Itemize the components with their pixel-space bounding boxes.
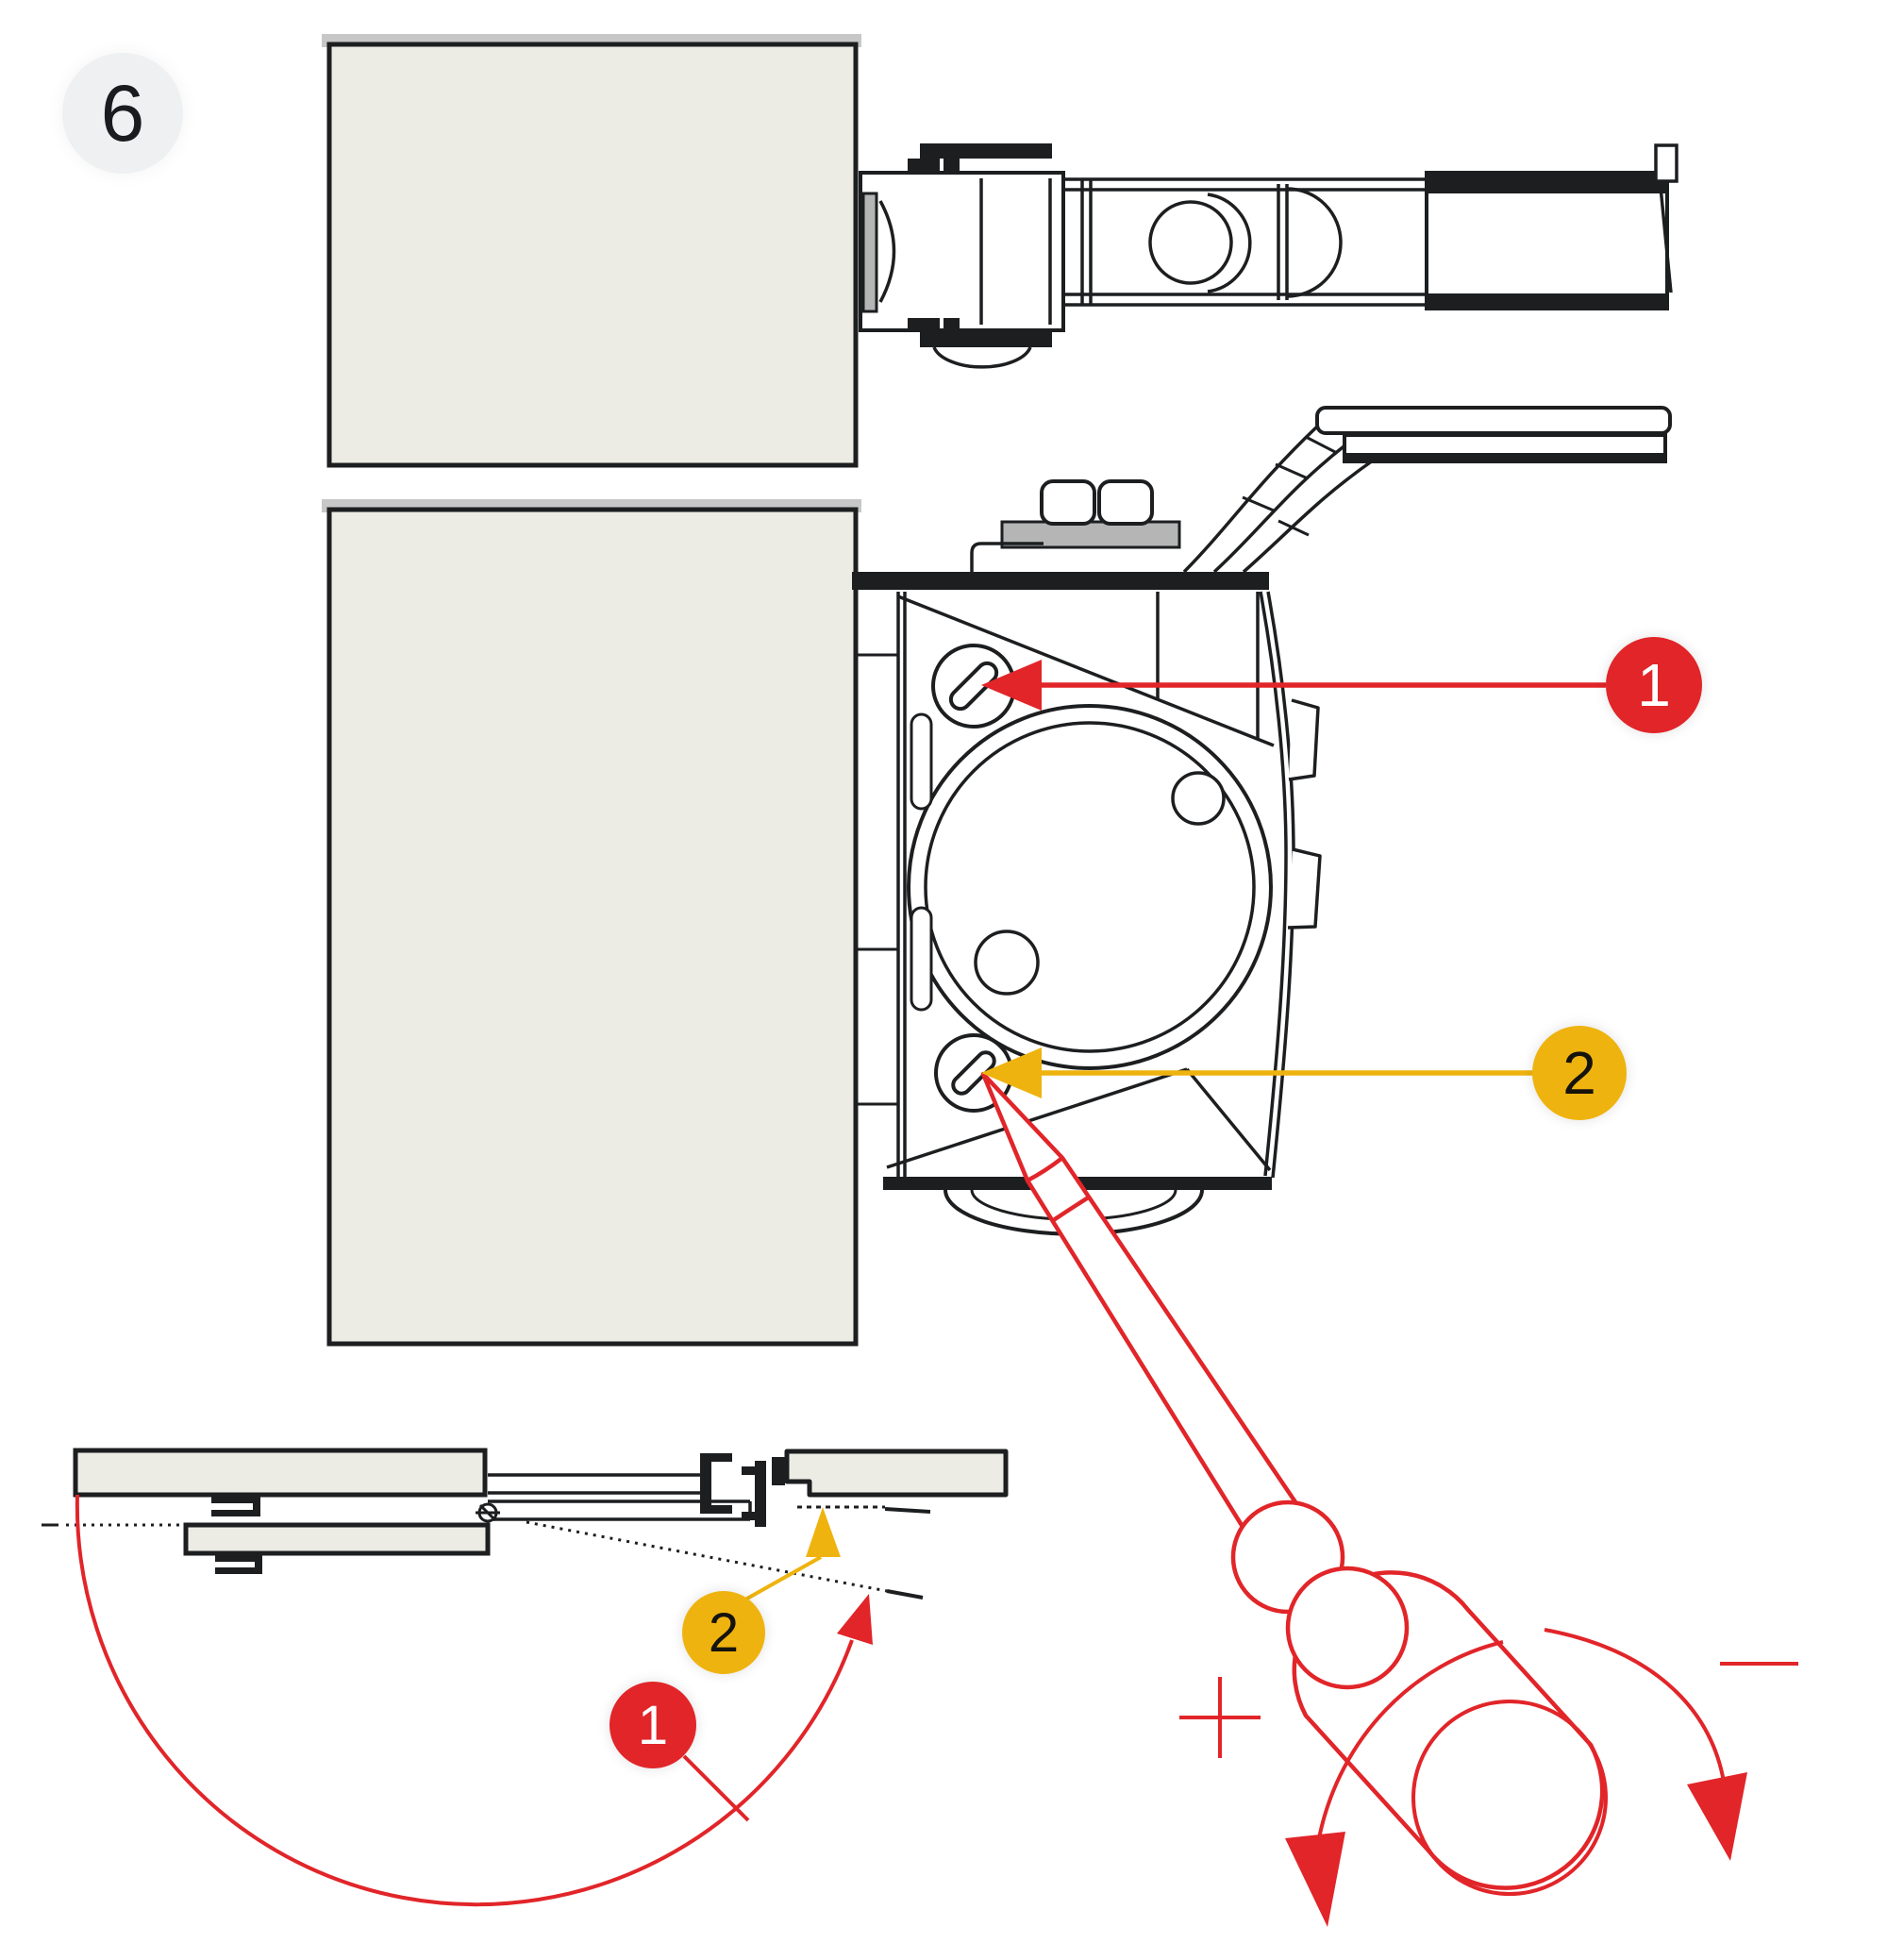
rotation-decrease bbox=[1544, 1628, 1798, 1861]
adjust-screw-1-slot bbox=[948, 661, 999, 712]
rotate-increase-arrowhead-icon bbox=[1285, 1832, 1345, 1927]
lever-handle-slat bbox=[1315, 406, 1672, 435]
swing-callout-2-connector bbox=[744, 1555, 822, 1601]
door-open-plan bbox=[73, 1448, 488, 1498]
hinge-bracket2 bbox=[215, 1555, 262, 1562]
hinge-plan-view bbox=[859, 143, 1678, 369]
step-badge: 6 bbox=[62, 53, 183, 174]
top-mount-knob2 bbox=[1097, 479, 1154, 526]
plan-screw-head bbox=[1148, 200, 1233, 285]
arm-knuckle bbox=[1286, 187, 1343, 298]
hinge-interlock bbox=[710, 1453, 732, 1462]
rotation-increase bbox=[1179, 1640, 1504, 1927]
plate-diagonal-top bbox=[897, 595, 1275, 747]
lever-arm-curve2 bbox=[1212, 442, 1349, 574]
hinge-bracket bbox=[253, 1497, 260, 1516]
hinge-bracket bbox=[211, 1497, 260, 1503]
door-offset-plan bbox=[183, 1522, 491, 1556]
swing-callout-2: 2 bbox=[682, 1591, 765, 1674]
cup-hole-upper bbox=[1171, 771, 1226, 826]
arrow-up-icon bbox=[806, 1507, 841, 1557]
door-swing-arc bbox=[75, 1494, 854, 1907]
plate-right-edge2 bbox=[1259, 591, 1288, 1177]
mount-slot-upper bbox=[910, 712, 933, 811]
door-swing-view bbox=[42, 1448, 1009, 1907]
screwdriver-blade-ring bbox=[1050, 1195, 1092, 1223]
hinge-interlock2 bbox=[742, 1466, 766, 1475]
adjust-screw-2-slot bbox=[951, 1050, 996, 1096]
mount-plate-bottom-band bbox=[1427, 293, 1667, 309]
mount-plate-top-band bbox=[1427, 173, 1667, 193]
panel-top-face bbox=[326, 42, 859, 468]
panel-bottom-face bbox=[326, 507, 859, 1347]
swing-callout-1: 1 bbox=[610, 1682, 696, 1768]
cup-tab bbox=[908, 159, 940, 173]
plate-top-band bbox=[852, 572, 1269, 590]
hinge-interlock bbox=[700, 1453, 711, 1514]
mount-slot-lower bbox=[910, 906, 933, 1012]
cabinet-side-plan bbox=[784, 1449, 1009, 1498]
rotate-increase-arrow bbox=[1317, 1640, 1504, 1839]
arrow-left-icon bbox=[981, 1047, 1042, 1098]
hinge-cup-body bbox=[859, 171, 1065, 332]
mount-plate-plan bbox=[1425, 171, 1669, 310]
arrow-up-icon bbox=[837, 1594, 873, 1645]
callout-1: 1 bbox=[1606, 637, 1702, 733]
hinge-bracket bbox=[211, 1510, 260, 1516]
screwdriver-ferrule2 bbox=[1285, 1566, 1410, 1690]
screwdriver bbox=[980, 1071, 1608, 1896]
cup-tab bbox=[944, 159, 960, 173]
cup-flange-bottom bbox=[920, 332, 1052, 347]
arrow-left-icon bbox=[981, 660, 1042, 711]
door-adjusted-line-end bbox=[886, 1589, 924, 1600]
gap-solid-line bbox=[884, 1507, 931, 1514]
top-mount-bracket bbox=[970, 542, 1044, 572]
hinge-interlock2 bbox=[742, 1512, 766, 1520]
lever-arm-rib bbox=[1305, 435, 1338, 455]
cabinet-panel-top bbox=[322, 34, 861, 468]
lever-arm-curve3 bbox=[1242, 459, 1375, 574]
cup-hole-lower bbox=[974, 930, 1040, 996]
cabinet-panel-bottom bbox=[322, 499, 861, 1347]
swing-callout-1-connector bbox=[682, 1754, 750, 1822]
hinge-front-view bbox=[852, 406, 1672, 1236]
rotate-decrease-arrowhead-icon bbox=[1687, 1772, 1747, 1861]
callout-2-arrow bbox=[981, 1047, 1534, 1098]
cup-tab bbox=[908, 318, 940, 332]
cabinet-edge-block bbox=[772, 1457, 785, 1485]
lever-arm-rib bbox=[1277, 519, 1310, 537]
mount-plate-hook bbox=[1654, 143, 1678, 183]
hinge-bracket2 bbox=[255, 1555, 262, 1574]
mount-plate-hook-edge bbox=[1659, 186, 1673, 293]
hinge-cup-circle-inner bbox=[924, 721, 1256, 1053]
cup-tab bbox=[944, 318, 960, 332]
screwdriver-handle-end bbox=[1411, 1700, 1608, 1896]
hinge-cup-circle-outer bbox=[907, 704, 1273, 1070]
rotate-decrease-arrow bbox=[1544, 1628, 1726, 1783]
lever-arm-rib bbox=[1242, 495, 1275, 512]
lever-arm-rib bbox=[1275, 462, 1309, 480]
hinge-interlock bbox=[710, 1505, 732, 1514]
callout-1-arrow bbox=[981, 660, 1606, 711]
cup-arc bbox=[878, 200, 896, 303]
door-edge-gap bbox=[861, 192, 878, 313]
plate-bottom-right bbox=[1185, 1067, 1272, 1172]
lever-arm-curve bbox=[1182, 425, 1319, 574]
lever-handle-slat2-band bbox=[1344, 453, 1665, 461]
plate-diagonal-bottom bbox=[886, 1067, 1188, 1169]
door-adjusted-dotted-line bbox=[526, 1520, 888, 1593]
cup-bottom-bulge bbox=[932, 346, 1032, 369]
screwdriver-blade-shoulder bbox=[1026, 1156, 1064, 1182]
flange-bump bbox=[1288, 698, 1320, 781]
hinge-bracket2 bbox=[215, 1567, 262, 1574]
hinge-interlock2 bbox=[755, 1461, 766, 1527]
plan-screw-rim bbox=[1207, 193, 1252, 293]
top-mount-knob bbox=[1040, 479, 1096, 526]
cup-flange-top bbox=[920, 143, 1052, 159]
callout-2: 2 bbox=[1532, 1026, 1627, 1120]
flange-bump2 bbox=[1287, 847, 1322, 930]
